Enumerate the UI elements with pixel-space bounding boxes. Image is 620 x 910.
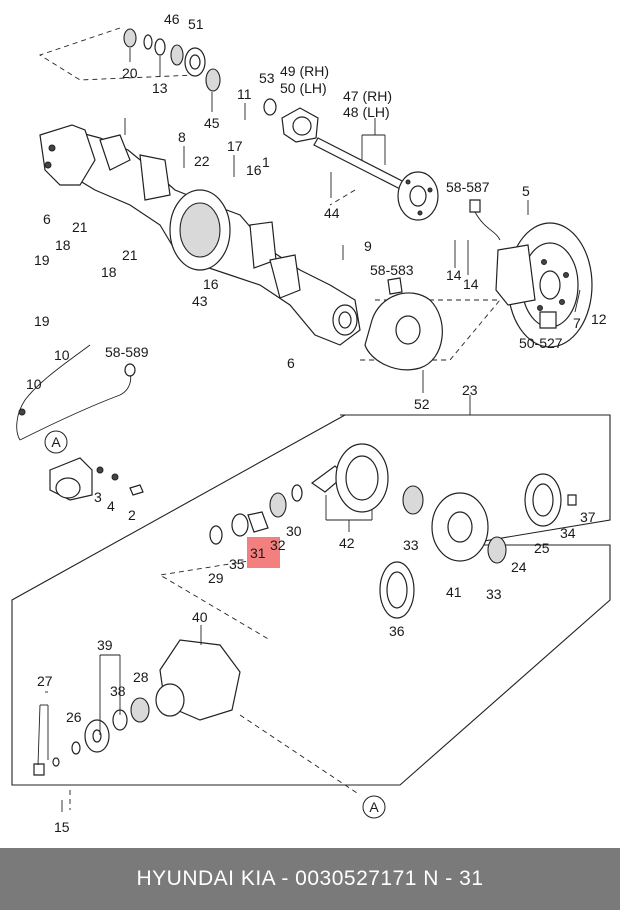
axle-housing (39, 118, 361, 346)
callout: 53 (259, 70, 275, 86)
callout: 40 (192, 609, 208, 625)
callout: 24 (511, 559, 527, 575)
callout: 16 (203, 276, 219, 292)
callout: 39 (97, 637, 113, 653)
callout: 2 (128, 507, 136, 523)
callout: 42 (339, 535, 355, 551)
callout: 38 (110, 683, 126, 699)
callout: 1 (262, 154, 270, 170)
callout: 43 (192, 293, 208, 309)
callout: 33 (486, 586, 502, 602)
differential-case-group (379, 473, 577, 619)
callout: 19 (34, 313, 50, 329)
bearing-housing (281, 107, 319, 143)
callout: 20 (122, 65, 138, 81)
callout: 50-527 (519, 335, 563, 351)
callout: 10 (26, 376, 42, 392)
leader-lines (37, 48, 581, 766)
callout: 28 (133, 669, 149, 685)
callout: 23 (462, 382, 478, 398)
carrier-group (33, 639, 241, 776)
bracket-detail (49, 457, 144, 501)
callout: 58-583 (370, 262, 414, 278)
axle-shaft (313, 137, 439, 221)
callout: 6 (287, 355, 295, 371)
callout: 33 (403, 537, 419, 553)
callout: 46 (164, 11, 180, 27)
callout: 4 (107, 498, 115, 514)
callout: 35 (229, 556, 245, 572)
callout: 6 (43, 211, 51, 227)
axle-exploded-diagram: A A 20 46 51 13 45 53 49 (RH) 50 (LH) 47… (11, 11, 611, 835)
callout: 48 (LH) (343, 104, 390, 120)
marker-label: A (51, 434, 61, 450)
callout: 41 (446, 584, 462, 600)
callout: 10 (54, 347, 70, 363)
pinion-group (209, 443, 389, 545)
marker-label: A (369, 799, 379, 815)
callout: 31 (250, 545, 266, 561)
callout: 34 (560, 525, 576, 541)
bearing-seal-group-top (123, 28, 277, 116)
callout: 52 (414, 396, 430, 412)
callout: 8 (178, 129, 186, 145)
callout: 14 (446, 267, 462, 283)
callout: 25 (534, 540, 550, 556)
callout: 37 (580, 509, 596, 525)
callout: 21 (72, 219, 88, 235)
callout: 14 (463, 276, 479, 292)
footer-bar: HYUNDAI KIA - 0030527171 N - 31 (0, 848, 620, 910)
callout-labels: 20 46 51 13 45 53 49 (RH) 50 (LH) 47 (RH… (26, 11, 607, 835)
callout: 45 (204, 115, 220, 131)
callout: 12 (591, 311, 607, 327)
callout: 58-589 (105, 344, 149, 360)
callout: 30 (286, 523, 302, 539)
callout: 11 (237, 86, 252, 102)
backing-plate (364, 277, 443, 371)
callout: 21 (122, 247, 138, 263)
callout: 50 (LH) (280, 80, 327, 96)
callout: 3 (94, 489, 102, 505)
callout: 29 (208, 570, 224, 586)
callout: 44 (324, 205, 340, 221)
brake-disc-assembly (469, 199, 593, 348)
marker-a-top: A (44, 430, 68, 454)
callout: 36 (389, 623, 405, 639)
marker-a-bottom: A (362, 795, 386, 819)
callout: 15 (54, 819, 70, 835)
callout: 19 (34, 252, 50, 268)
callout: 32 (270, 537, 286, 553)
callout: 16 (246, 162, 262, 178)
callout: 49 (RH) (280, 63, 329, 79)
part-31-highlight (247, 537, 280, 568)
callout: 47 (RH) (343, 88, 392, 104)
callout: 7 (573, 315, 581, 331)
footer-part-number: HYUNDAI KIA - 0030527171 N - 31 (136, 867, 484, 890)
callout: 17 (227, 138, 243, 154)
callout: 27 (37, 673, 53, 689)
callout: 18 (101, 264, 117, 280)
callout: 58-587 (446, 179, 490, 195)
callout: 13 (152, 80, 168, 96)
callout: 18 (55, 237, 71, 253)
brake-cable (16, 344, 136, 441)
callout: 26 (66, 709, 82, 725)
callout: 5 (522, 183, 530, 199)
callout: 22 (194, 153, 210, 169)
differential-frame (11, 414, 611, 786)
callout: 9 (364, 238, 372, 254)
callout: 51 (188, 16, 204, 32)
